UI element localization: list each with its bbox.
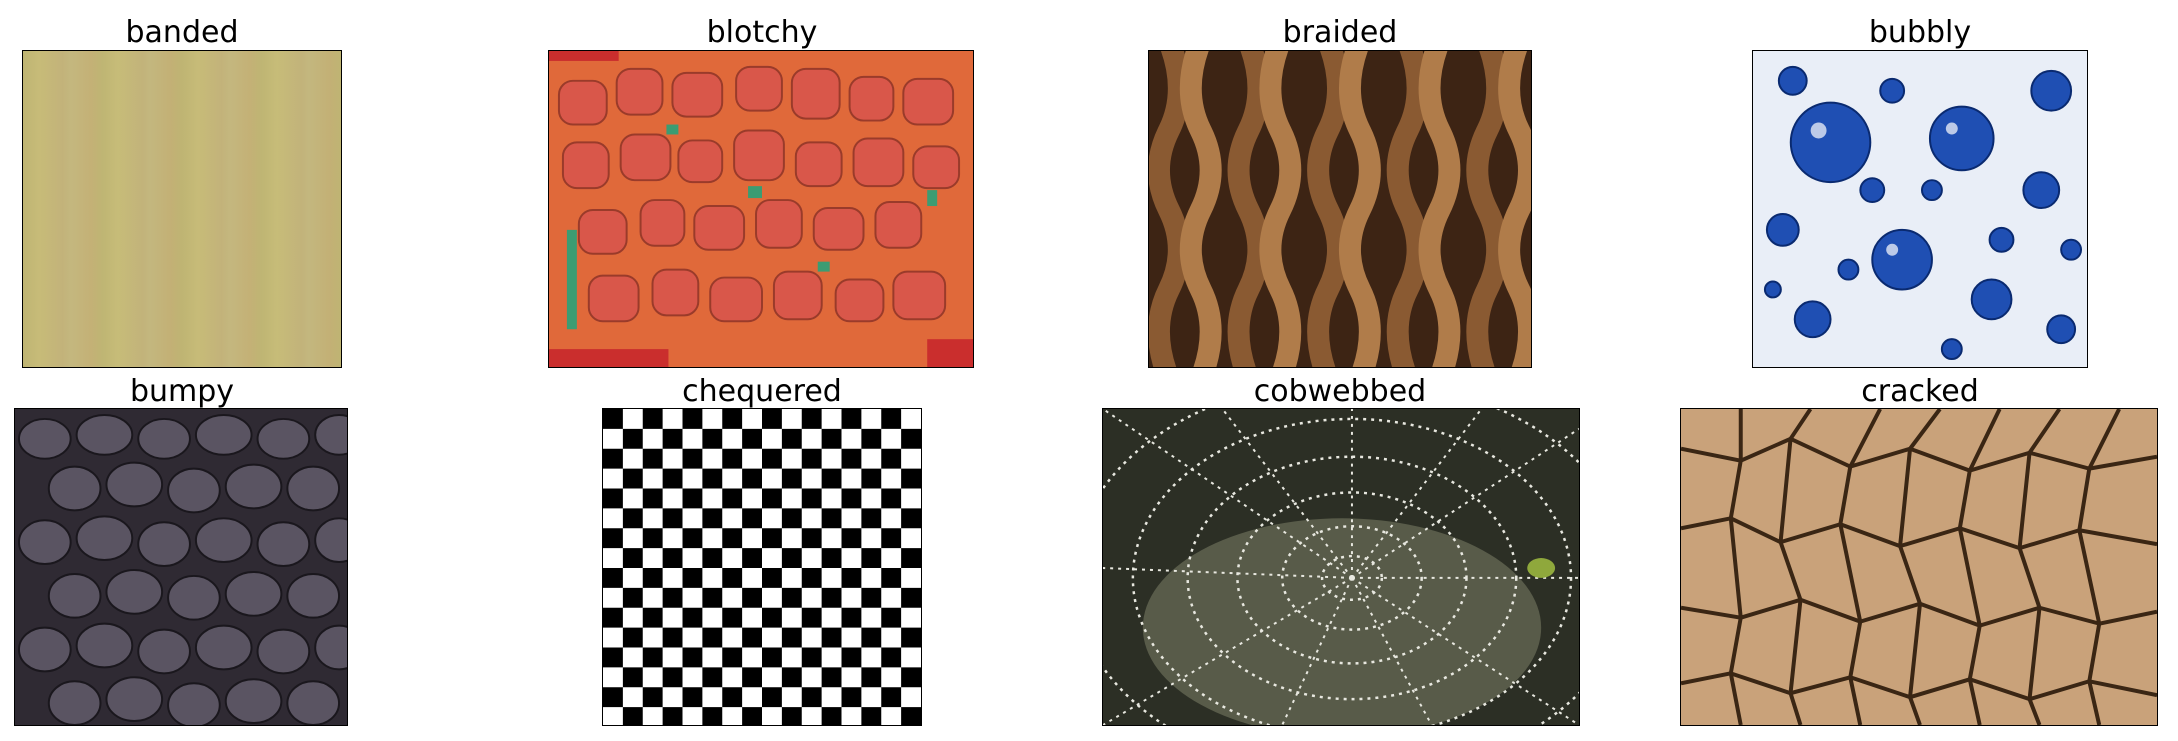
texture-image-blotchy <box>548 50 974 368</box>
texture-image-bumpy <box>14 408 348 726</box>
panel-title-banded: banded <box>125 15 239 50</box>
texture-image-chequered <box>602 408 922 726</box>
panel-title-cobwebbed: cobwebbed <box>1253 374 1427 409</box>
texture-image-braided <box>1148 50 1532 368</box>
texture-image-banded <box>22 50 342 368</box>
panel-title-braided: braided <box>1282 15 1398 50</box>
panel-title-bubbly: bubbly <box>1868 15 1972 50</box>
panel-title-bumpy: bumpy <box>129 374 235 409</box>
panel-title-chequered: chequered <box>682 374 842 409</box>
panel-title-blotchy: blotchy <box>706 15 818 50</box>
texture-image-cobwebbed <box>1102 408 1580 726</box>
panel-title-cracked: cracked <box>1861 374 1979 409</box>
texture-image-bubbly <box>1752 50 2088 368</box>
texture-image-cracked <box>1680 408 2158 726</box>
